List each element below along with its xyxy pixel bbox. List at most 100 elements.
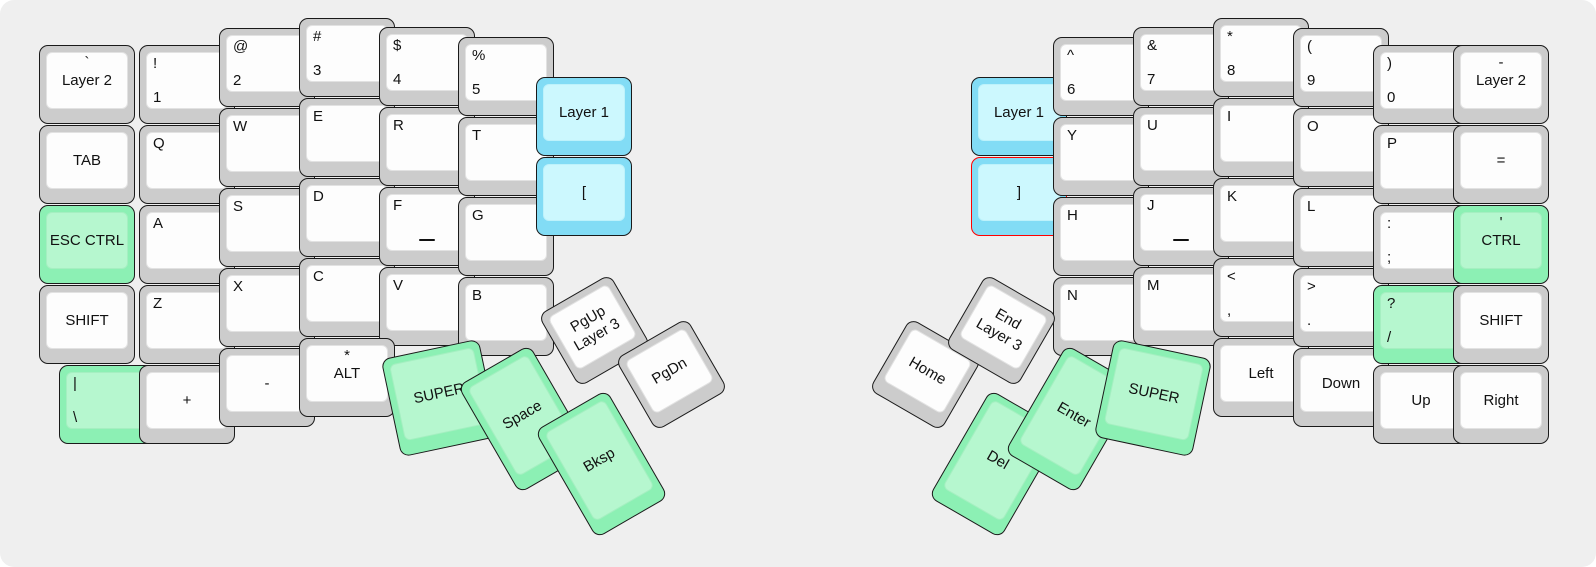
key-legend-shifted: A [153,215,164,232]
key-bracket-right[interactable]: ] [971,157,1067,236]
keycap-surface: TAB [46,132,128,189]
key-legend-base: 3 [313,62,322,79]
keycap-surface: B [465,284,547,341]
keycap-surface: %5 [465,44,547,101]
key-legend-base: 2 [233,72,242,89]
keycap-surface: SHIFT [1460,292,1542,349]
key-legend-shifted: E [313,108,324,125]
key-esc-ctrl[interactable]: ESC CTRL [39,205,135,284]
key-alt[interactable]: *ALT [299,338,395,417]
key-legend-shifted: L [1307,198,1316,215]
keycap-surface: [ [543,164,625,221]
keycap-surface: >. [1300,275,1382,332]
key-legend-shifted: < [1227,268,1236,285]
key-legend-shifted: Z [153,295,163,312]
key-8-star[interactable]: *8 [1213,18,1309,97]
keycap-surface: #3 [306,25,388,82]
key-legend-top: * [344,347,350,364]
key-legend-shifted: G [472,207,484,224]
keycap-surface: V [386,274,468,331]
key-super-right[interactable]: SUPER [1093,338,1213,458]
key-legend-shifted: % [472,47,486,64]
keycap-surface: *ALT [306,345,388,402]
key-legend-shifted: ! [153,55,158,72]
key-bracket-left[interactable]: [ [536,157,632,236]
key-legend-shifted: F [393,197,403,214]
key-legend-shifted: J [1147,197,1155,214]
keycap-surface: Right [1460,372,1542,429]
key-legend-base: , [1227,302,1232,319]
key-legend-base: 5 [472,81,481,98]
keycap-surface: P [1380,132,1462,189]
key-legend-top: ' [1499,214,1503,231]
key-layer2-minus[interactable]: -Layer 2 [1453,45,1549,124]
key-1-bang[interactable]: !1 [139,45,235,124]
key-legend-main: Right [1483,391,1519,409]
key-legend-shifted: $ [393,37,402,54]
key-legend-main: = [1496,151,1506,169]
keycap-surface: X [226,275,308,332]
keycap-surface: Y [1060,124,1142,181]
keycap-surface: F [386,194,468,251]
key-legend-main: SHIFT [1479,311,1523,329]
key-legend-shifted: ? [1387,295,1396,312]
homing-bar-indicator [419,239,435,241]
keycap-surface: R [386,114,468,171]
key-legend-shifted: ) [1387,55,1392,72]
key-legend-top: - [1498,54,1504,71]
keycap-surface: ESC CTRL [46,212,128,269]
key-g[interactable]: G [458,197,554,276]
keycap-surface: D [306,185,388,242]
key-b[interactable]: B [458,277,554,356]
keycap-surface: Q [146,132,228,189]
keycap-surface: Layer 1 [978,84,1060,141]
key-shift-right[interactable]: SHIFT [1453,285,1549,364]
key-legend-shifted: P [1387,135,1398,152]
key-legend-shifted: * [1227,28,1233,45]
key-quote-ctrl[interactable]: 'CTRL [1453,205,1549,284]
key-legend-shifted: @ [233,38,249,55]
key-shift[interactable]: SHIFT [39,285,135,364]
key-tab[interactable]: TAB [39,125,135,204]
key-legend-main: - [264,374,270,392]
keycap-surface: &7 [1140,34,1222,91]
key-5-percent[interactable]: %5 [458,37,554,116]
keycap-surface: Up [1380,372,1462,429]
keycap-surface: ^6 [1060,44,1142,101]
key-legend-main: SUPER [1126,380,1181,408]
key-legend-shifted: C [313,268,324,285]
keycap-surface: I [1220,105,1302,162]
key-legend-base: 1 [153,89,162,106]
key-legend-main: Left [1248,364,1274,382]
key-legend-shifted: K [1227,188,1238,205]
keycap-surface: SHIFT [46,292,128,349]
key-legend-base: 7 [1147,71,1156,88]
keycap-surface: = [1460,132,1542,189]
key-x[interactable]: X [219,268,315,347]
keycap-surface: |\ [66,372,148,429]
key-legend-shifted: H [1067,207,1078,224]
key-m[interactable]: M [1133,267,1229,346]
key-equals[interactable]: = [1453,125,1549,204]
key-right[interactable]: Right [1453,365,1549,444]
keycap-surface: @2 [226,35,308,92]
key-legend-top: ` [84,54,90,71]
keycap-surface: Layer 1 [543,84,625,141]
key-legend-shifted: > [1307,278,1316,295]
key-legend-base: 8 [1227,62,1236,79]
key-legend-main: Up [1411,391,1431,409]
keycap-surface: ?/ [1380,292,1462,349]
key-layer2-grave[interactable]: `Layer 2 [39,45,135,124]
key-legend-main: Down [1321,374,1361,392]
key-layer1-right[interactable]: Layer 1 [971,77,1067,156]
key-layer1-left[interactable]: Layer 1 [536,77,632,156]
key-2-at[interactable]: @2 [219,28,315,107]
key-a[interactable]: A [139,205,235,284]
key-legend-shifted: O [1307,118,1319,135]
key-legend-shifted: ( [1307,38,1312,55]
keycap-surface: J [1140,194,1222,251]
keycap-surface: SUPER [1103,346,1205,442]
keycap-surface: + [146,372,228,429]
key-legend-main: ESC CTRL [49,231,125,249]
